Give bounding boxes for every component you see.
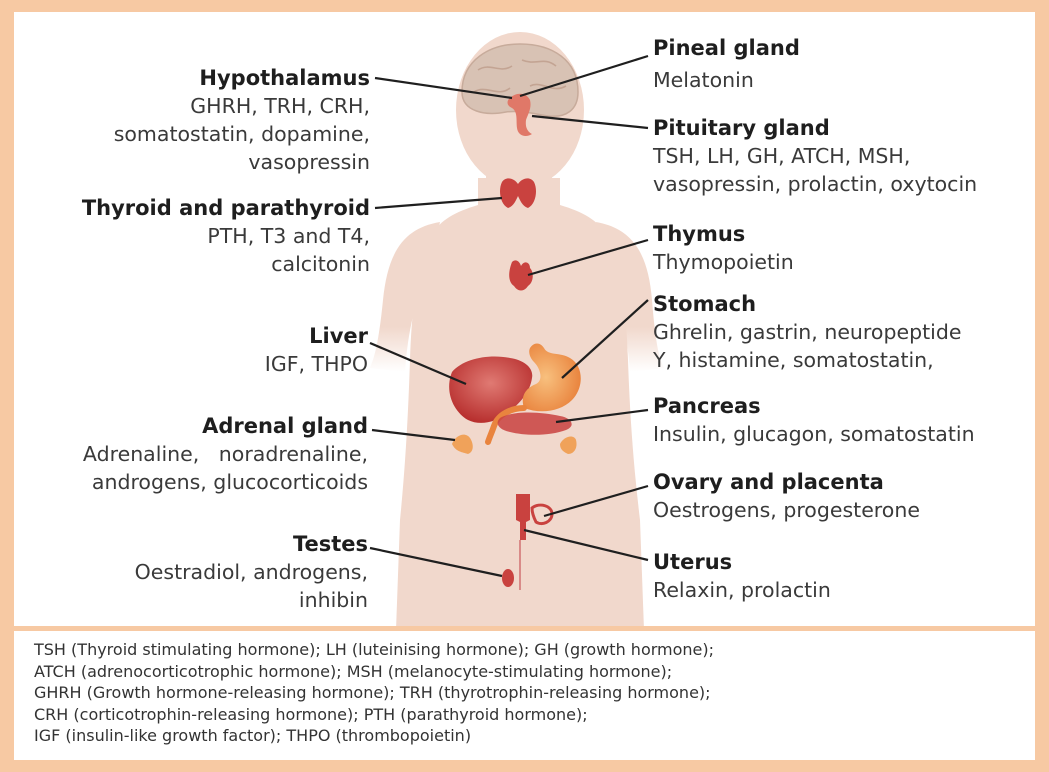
- abbreviation-legend: TSH (Thyroid stimulating hormone); LH (l…: [14, 626, 1035, 760]
- thymus-name: Thymus: [653, 220, 1033, 248]
- label-thyroid: Thyroid and parathyroid PTH, T3 and T4, …: [40, 194, 370, 278]
- adrenal-hormones-1: Adrenaline, noradrenaline,: [30, 440, 368, 468]
- hypothalamus-hormones-1: GHRH, TRH, CRH,: [40, 92, 370, 120]
- pituitary-hormones-2: vasopressin, prolactin, oxytocin: [653, 170, 1038, 198]
- label-adrenal: Adrenal gland Adrenaline, noradrenaline,…: [30, 412, 368, 496]
- pituitary-hormones-1: TSH, LH, GH, ATCH, MSH,: [653, 142, 1038, 170]
- label-testes: Testes Oestradiol, androgens, inhibin: [40, 530, 368, 614]
- thymus-hormones-1: Thymopoietin: [653, 248, 1033, 276]
- adrenal-hormones-2: androgens, glucocorticoids: [30, 468, 368, 496]
- adrenal-name: Adrenal gland: [30, 412, 368, 440]
- pancreas-name: Pancreas: [653, 392, 1033, 420]
- thyroid-name: Thyroid and parathyroid: [40, 194, 370, 222]
- legend-line: ATCH (adrenocorticotrophic hormone); MSH…: [34, 661, 1035, 683]
- testes-hormones-2: inhibin: [40, 586, 368, 614]
- label-stomach: Stomach Ghrelin, gastrin, neuropeptide Y…: [653, 290, 1033, 374]
- testes-hormones-1: Oestradiol, androgens,: [40, 558, 368, 586]
- pineal-name: Pineal gland: [653, 34, 1033, 62]
- legend-line: GHRH (Growth hormone-releasing hormone);…: [34, 682, 1035, 704]
- liver-name: Liver: [40, 322, 368, 350]
- label-pituitary: Pituitary gland TSH, LH, GH, ATCH, MSH, …: [653, 114, 1038, 198]
- liver-hormones-1: IGF, THPO: [40, 350, 368, 378]
- stomach-hormones-2: Y, histamine, somatostatin,: [653, 346, 1033, 374]
- label-liver: Liver IGF, THPO: [40, 322, 368, 378]
- label-uterus: Uterus Relaxin, prolactin: [653, 548, 1033, 604]
- uterus-name: Uterus: [653, 548, 1033, 576]
- legend-line: CRH (corticotrophin-releasing hormone); …: [34, 704, 1035, 726]
- testes-name: Testes: [40, 530, 368, 558]
- label-pancreas: Pancreas Insulin, glucagon, somatostatin: [653, 392, 1033, 448]
- thyroid-hormones-2: calcitonin: [40, 250, 370, 278]
- legend-line: TSH (Thyroid stimulating hormone); LH (l…: [34, 639, 1035, 661]
- pancreas-hormones-1: Insulin, glucagon, somatostatin: [653, 420, 1033, 448]
- legend-line: IGF (insulin-like growth factor); THPO (…: [34, 725, 1035, 747]
- label-ovary: Ovary and placenta Oestrogens, progester…: [653, 468, 1033, 524]
- label-pineal: Pineal gland Melatonin: [653, 34, 1033, 94]
- uterus-hormones-1: Relaxin, prolactin: [653, 576, 1033, 604]
- pituitary-name: Pituitary gland: [653, 114, 1038, 142]
- stomach-hormones-1: Ghrelin, gastrin, neuropeptide: [653, 318, 1033, 346]
- hypothalamus-name: Hypothalamus: [40, 64, 370, 92]
- hypothalamus-hormones-2: somatostatin, dopamine,: [40, 120, 370, 148]
- ovary-name: Ovary and placenta: [653, 468, 1033, 496]
- ovary-hormones-1: Oestrogens, progesterone: [653, 496, 1033, 524]
- pineal-hormones-1: Melatonin: [653, 66, 1033, 94]
- thyroid-hormones-1: PTH, T3 and T4,: [40, 222, 370, 250]
- label-thymus: Thymus Thymopoietin: [653, 220, 1033, 276]
- label-hypothalamus: Hypothalamus GHRH, TRH, CRH, somatostati…: [40, 64, 370, 176]
- stomach-name: Stomach: [653, 290, 1033, 318]
- hypothalamus-hormones-3: vasopressin: [40, 148, 370, 176]
- testes-organ: [502, 569, 514, 587]
